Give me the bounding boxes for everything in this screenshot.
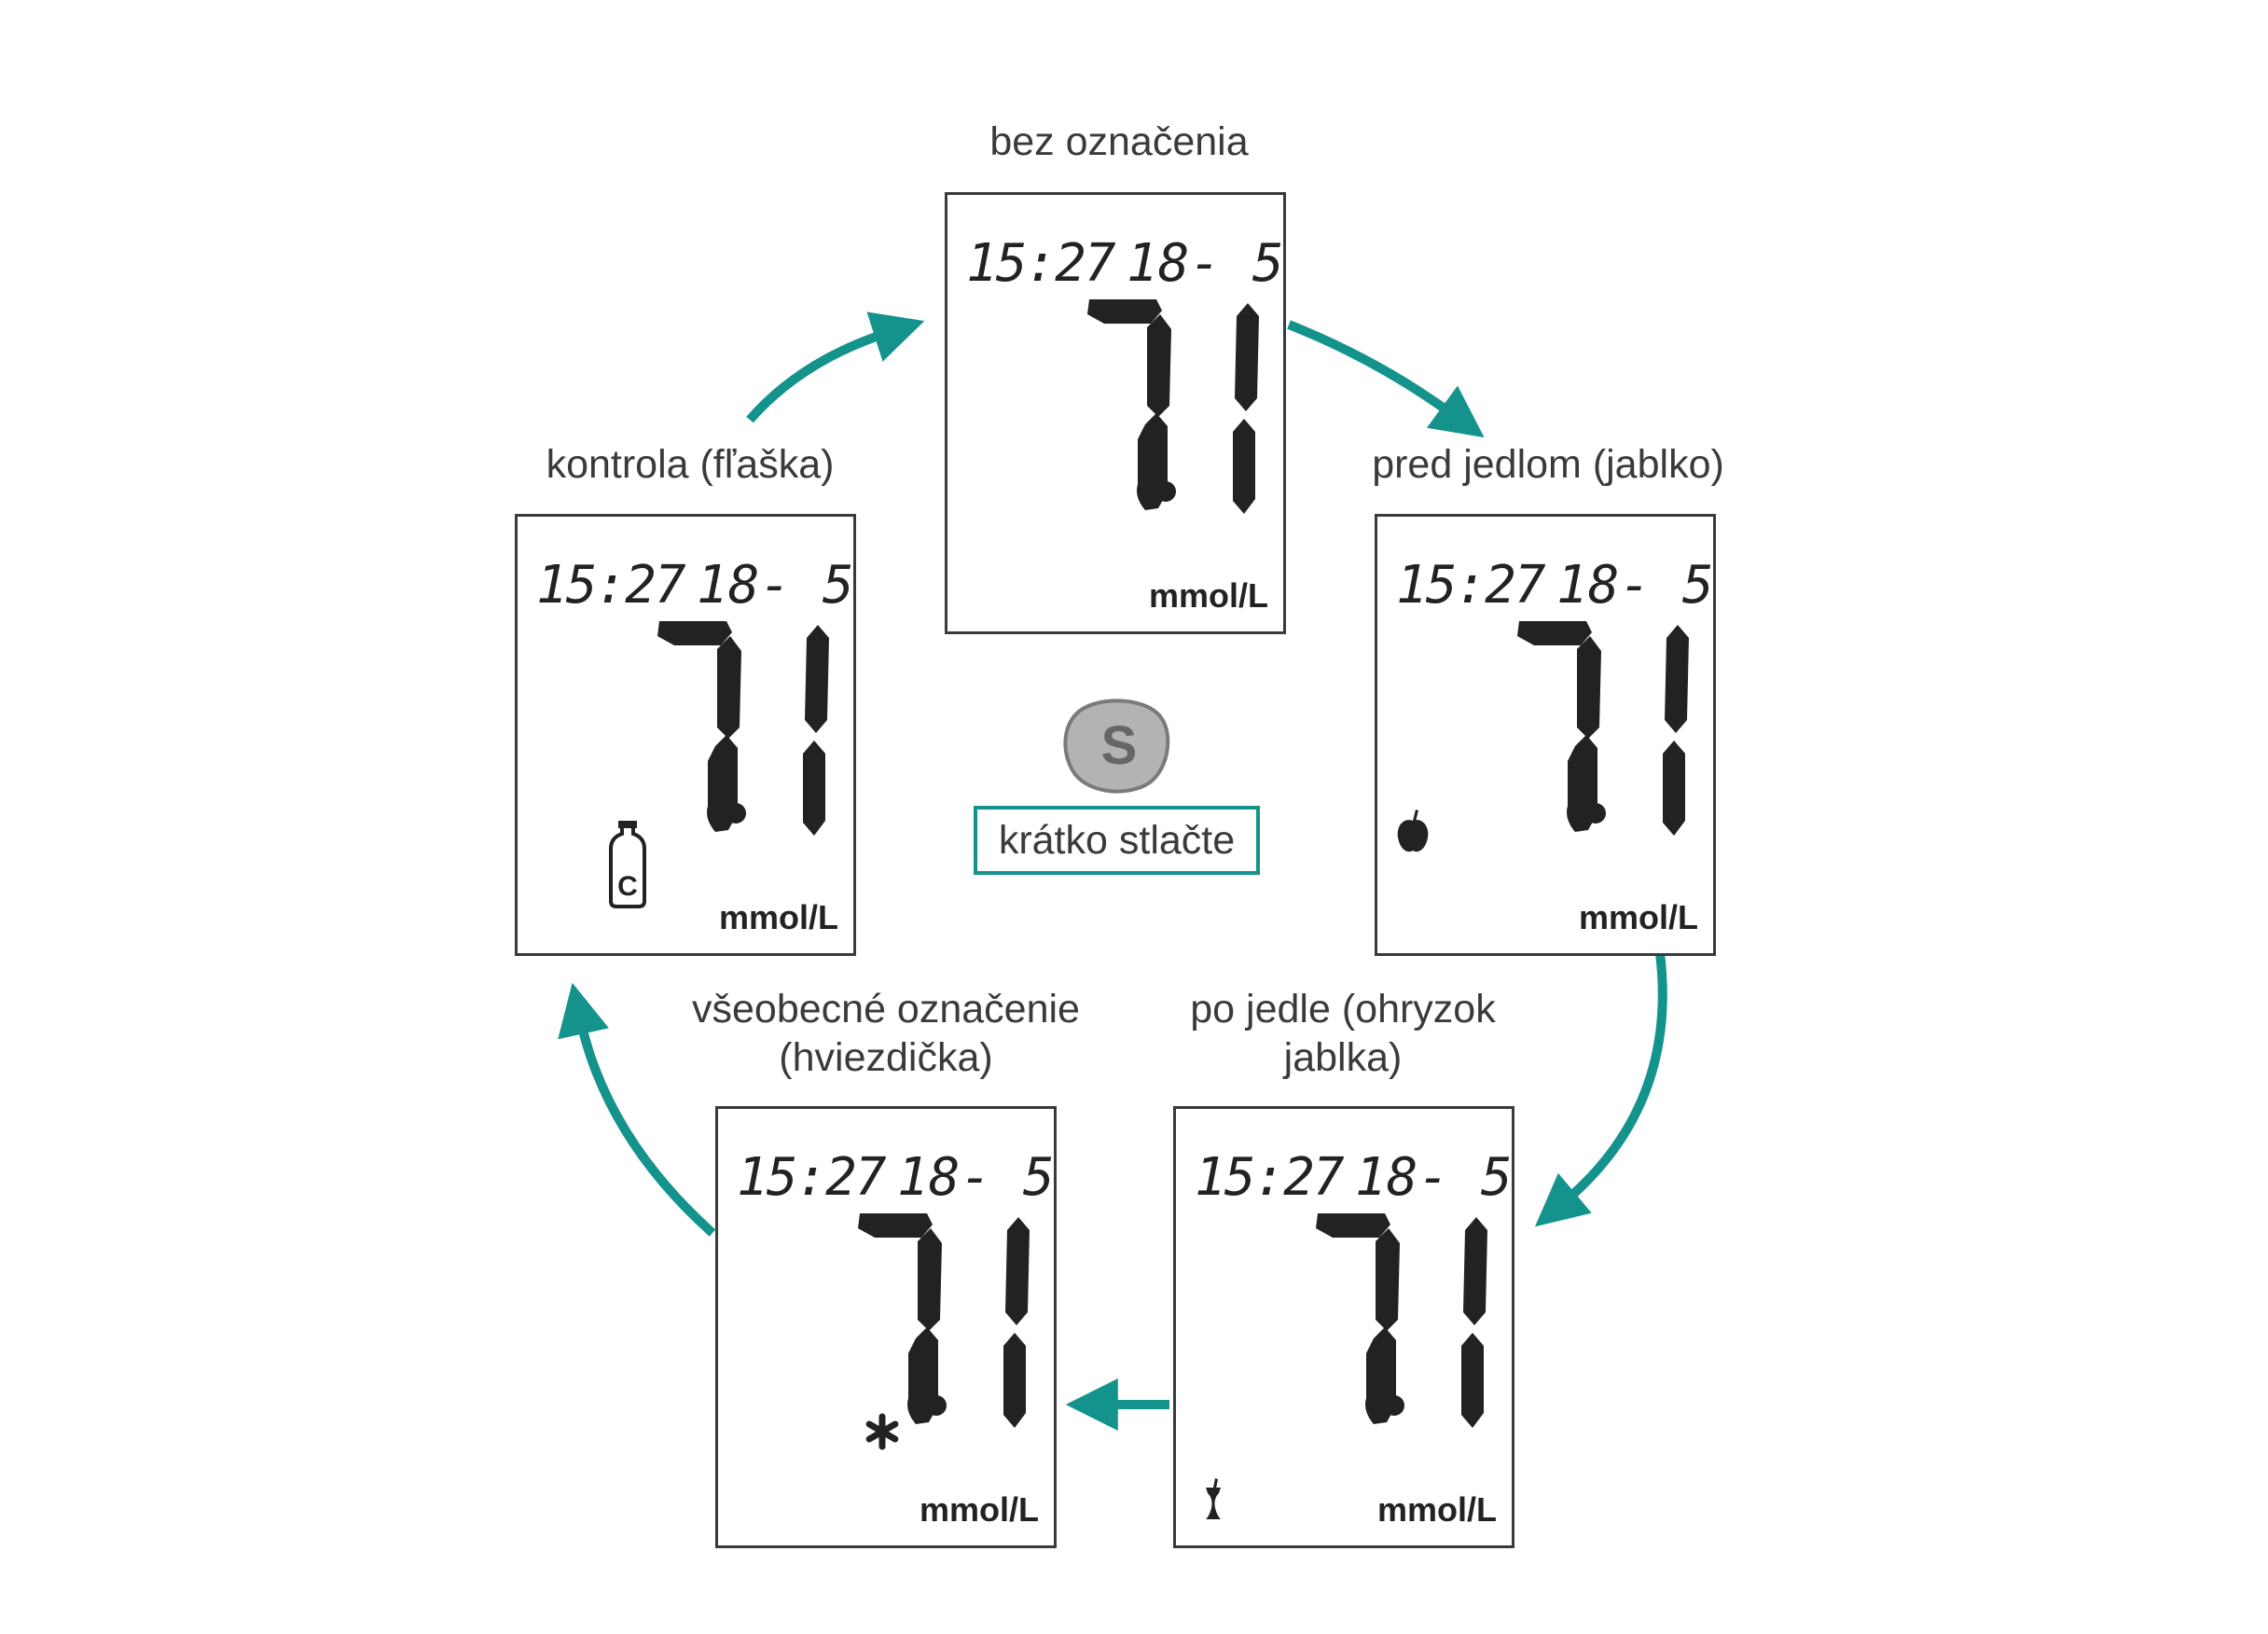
lcd-time: 15:27 [536,555,686,616]
lcd-unit: mmol/L [1377,1490,1497,1529]
lcd-time: 15:27 [1195,1147,1345,1208]
mode-label-line: pred jedlom (jablko) [1372,442,1724,487]
mode-label-line: po jedle (ohryzok [1190,987,1496,1032]
mode-label-none: bez označenia [933,118,1306,166]
segment-upper [1665,625,1689,733]
segment-top [1087,299,1162,324]
control-bottle-icon: C [609,821,646,908]
s-button-letter: S [1101,715,1138,776]
segment-upper-right [1577,636,1601,739]
segment-lower [1663,741,1685,836]
lcd-reading-decimal: 1 [1233,303,1259,514]
segment-upper-right [717,636,741,739]
lcd-date: 18- 5 [897,1147,1054,1208]
mode-label-control: kontrola (fľaška) [504,440,877,489]
press-briefly-hint: krátko stlačte [974,806,1260,875]
segment-upper [1005,1217,1030,1325]
mode-label-line: všeobecné označenie [692,987,1080,1032]
lcd-decimal-point [726,803,746,824]
lcd-date: 18- 5 [1127,233,1283,294]
segment-lower [803,741,825,836]
segment-top [1316,1213,1390,1238]
arrow-none-to-before-meal [1287,320,1485,438]
mode-label-line: (hviezdička) [779,1035,993,1080]
lcd-time: 15:27 [1396,555,1546,616]
lcd-decimal-point [926,1395,947,1416]
segment-lower [1461,1333,1484,1428]
apple-icon [1397,810,1429,852]
segment-upper-right [918,1228,942,1331]
lcd-reading-decimal: 1 [1461,1217,1487,1428]
mode-label-general: všeobecné označenie (hviezdička) [671,985,1100,1082]
mode-label-line: jablka) [1283,1035,1403,1080]
mode-label-line: bez označenia [989,119,1249,164]
lcd-unit: mmol/L [1579,898,1698,936]
lcd-reading-decimal: 1 [1003,1217,1030,1428]
segment-lower [1233,419,1255,514]
segment-lower [1003,1333,1026,1428]
lcd-decimal-point [1585,803,1606,824]
lcd-time: 15:27 [737,1147,887,1208]
control-bottle-letter: C [617,871,638,902]
lcd-reading-integer: 7 [1517,621,1601,832]
segment-upper [1235,303,1259,411]
asterisk-icon [865,1413,899,1450]
lcd-decimal-point [1155,481,1176,502]
lcd-date: 18- 5 [1556,555,1713,616]
lcd-decimal-point [1384,1395,1404,1416]
lcd-unit: mmol/L [1149,576,1268,615]
segment-upper-right [1147,314,1171,417]
mode-label-line: kontrola (fľaška) [546,442,835,487]
arrow-before-meal-to-after-meal [1534,952,1667,1227]
s-button-shape [1063,699,1170,794]
arrow-general-to-control [558,982,716,1237]
segment-upper [1463,1217,1487,1325]
lcd-reading-decimal: 1 [1663,625,1689,836]
apple-core-icon [1206,1478,1221,1519]
lcd-date: 18- 5 [1355,1147,1512,1208]
lcd-unit: mmol/L [719,898,838,936]
segment-top [858,1213,933,1238]
s-button[interactable]: S [1063,694,1175,796]
lcd-time: 15:27 [966,233,1116,294]
segment-upper [805,625,829,733]
lcd-reading-decimal: 1 [803,625,829,836]
lcd-reading-integer: 7 [1316,1213,1400,1424]
lcd-reading-integer: 7 [657,621,741,832]
segment-top [1517,621,1592,645]
lcd-unit: mmol/L [920,1490,1039,1529]
mode-label-after-meal: po jedle (ohryzok jablka) [1156,985,1529,1082]
segment-top [657,621,732,645]
segment-upper-right [1376,1228,1400,1331]
arrow-control-to-none [746,312,925,423]
lcd-date: 18- 5 [697,555,853,616]
mode-label-before-meal: pred jedlom (jablko) [1352,440,1744,489]
